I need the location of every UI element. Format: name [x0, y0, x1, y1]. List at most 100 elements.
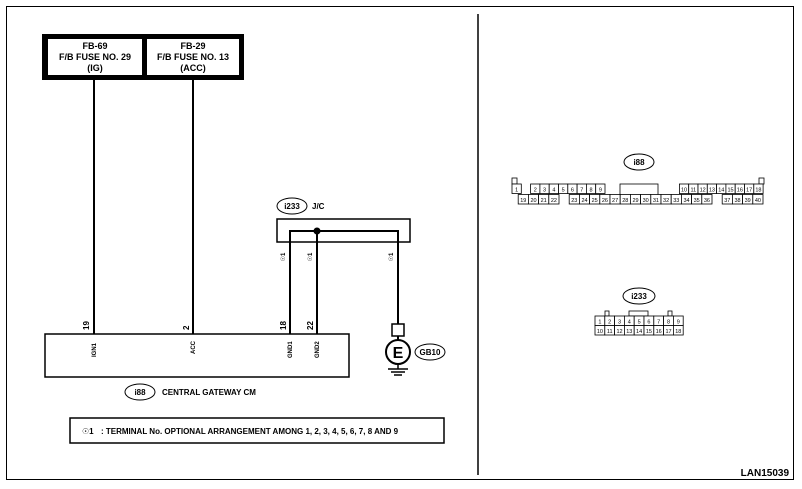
junction-bus [289, 230, 399, 334]
pin-name-acc: ACC [191, 340, 197, 354]
pin-label: 27 [612, 198, 618, 204]
pin-label: 37 [724, 198, 730, 204]
ground-id-badge [414, 343, 446, 361]
pin-cell [595, 183, 606, 194]
note-frame [69, 417, 445, 444]
pin-label: 6 [571, 188, 574, 194]
pin-label: 29 [632, 198, 638, 204]
pin-label: 22 [551, 198, 557, 204]
pin-label: 18 [755, 188, 761, 194]
pin-number-ign1: 19 [82, 321, 91, 330]
pin-label: 9 [599, 188, 602, 194]
pin-name-gnd1: GND1 [288, 341, 294, 358]
pin-label: 17 [665, 329, 671, 335]
pin-name-ign1: IGN1 [92, 342, 98, 357]
pin-label: 10 [597, 329, 603, 335]
pin-label: 4 [628, 320, 631, 326]
diagram-code: LAN15039 [741, 468, 790, 479]
module-id: i88 [134, 388, 146, 397]
fuse-box-2 [147, 39, 239, 75]
note-box: ☉1 : TERMINAL No. OPTIONAL ARRANGEMENT A… [69, 417, 445, 444]
fuse-block: FB-69 F/B FUSE NO. 29 (IG) FB-29 F/B FUS… [42, 34, 244, 80]
fuse2-line3: (ACC) [180, 63, 206, 73]
pin-label: 8 [667, 320, 670, 326]
pin-label: 14 [636, 329, 642, 335]
junction-label: J/C [312, 202, 325, 211]
fuse1-line2: F/B FUSE NO. 29 [59, 52, 131, 62]
note-text: : TERMINAL No. OPTIONAL ARRANGEMENT AMON… [101, 427, 399, 436]
connector-i88-badge [623, 153, 655, 171]
connector-i88-latch-right [758, 177, 765, 185]
pin-label: 3 [618, 320, 621, 326]
pin-label: 31 [653, 198, 659, 204]
connector-i233-badge [622, 287, 656, 305]
fuse-box-1 [48, 39, 142, 75]
module-id-badge [124, 383, 156, 401]
pin-label: 39 [745, 198, 751, 204]
junction-id: i233 [284, 202, 300, 211]
pin-label: 15 [727, 188, 733, 194]
pin-label: 36 [704, 198, 710, 204]
pin-label: 11 [607, 329, 613, 335]
pin-label: 23 [571, 198, 577, 204]
pin-cell [753, 183, 764, 194]
pin-label: 26 [602, 198, 608, 204]
connector-i88-id: i88 [633, 158, 645, 167]
connector-i233-latch-left [604, 310, 610, 317]
pin-label: 9 [677, 320, 680, 326]
fuse2-line2: F/B FUSE NO. 13 [157, 52, 229, 62]
fuse1-line3: (IG) [87, 63, 103, 73]
pin-label: 32 [663, 198, 669, 204]
pin-cell [548, 194, 560, 205]
pin-number-gnd1: 18 [279, 321, 288, 330]
pin-label: 17 [746, 188, 752, 194]
wire-mark-gnd1: ☉1 [280, 252, 287, 261]
fuse2-line1: FB-29 [180, 41, 205, 51]
pin-label: 14 [718, 188, 724, 194]
pin-label: 12 [616, 329, 622, 335]
ground-symbol: E [393, 345, 404, 362]
pin-label: 5 [562, 188, 565, 194]
pin-label: 30 [643, 198, 649, 204]
pin-cell [701, 194, 713, 205]
wire-mark-ground: ☉1 [388, 252, 395, 261]
pin-label: 2 [534, 188, 537, 194]
ground-point: E GB10 [385, 323, 446, 376]
connector-i233-latch-right [667, 310, 673, 317]
pin-label: 10 [681, 188, 687, 194]
junction-id-badge [276, 197, 308, 215]
pin-label: 5 [638, 320, 641, 326]
pin-cell [752, 194, 764, 205]
fuse1-line1: FB-69 [82, 41, 107, 51]
pin-label: 40 [755, 198, 761, 204]
module-name: CENTRAL GATEWAY CM [162, 388, 256, 397]
pin-label: 7 [580, 188, 583, 194]
pin-name-gnd2: GND2 [315, 341, 321, 358]
junction-connector: i233 J/C ☉1 ☉1 ☉1 [276, 197, 411, 334]
pin-label: 7 [657, 320, 660, 326]
pin-label: 12 [700, 188, 706, 194]
pin-label: 33 [673, 198, 679, 204]
pin-cell [511, 183, 522, 194]
pin-label: 24 [581, 198, 587, 204]
note-mark: ☉1 [82, 427, 94, 436]
wire-mark-gnd2: ☉1 [307, 252, 314, 261]
pin-label: 13 [709, 188, 715, 194]
pin-label: 35 [694, 198, 700, 204]
pin-label: 13 [626, 329, 632, 335]
connector-i233-id: i233 [631, 292, 647, 301]
splice-dot [313, 227, 321, 235]
pin-cell [673, 325, 684, 336]
pin-label: 1 [515, 188, 518, 194]
connector-i233-key [628, 310, 649, 317]
pin-label: 25 [592, 198, 598, 204]
pin-label: 3 [543, 188, 546, 194]
ground-id: GB10 [420, 348, 441, 357]
pin-label: 16 [737, 188, 743, 194]
